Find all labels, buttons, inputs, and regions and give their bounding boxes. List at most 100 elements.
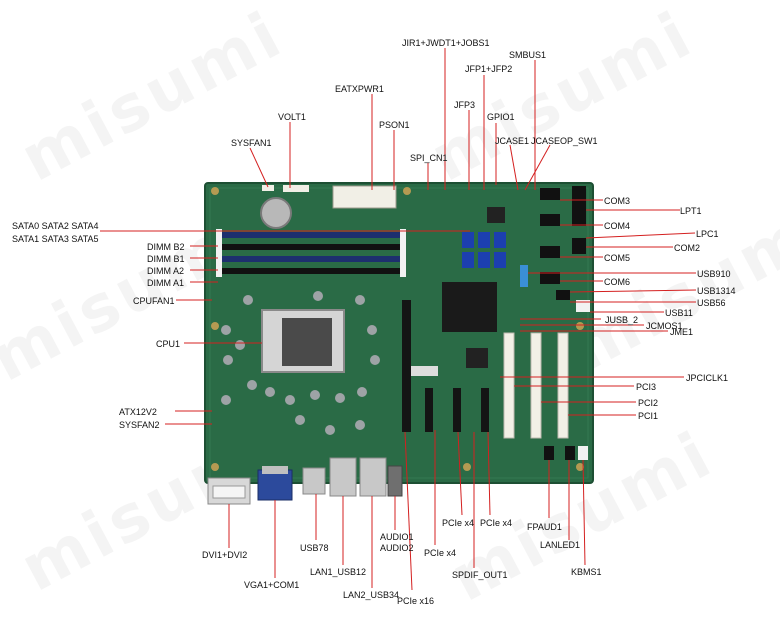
label-pcie-x4-a: PCIe x4 <box>442 518 475 528</box>
label-jfp3: JFP3 <box>454 100 476 110</box>
eatx-power-connector <box>332 185 397 209</box>
label-pci2: PCI2 <box>638 398 659 408</box>
label-com5: COM5 <box>604 253 631 263</box>
label-usb11: USB11 <box>665 308 693 318</box>
cpu-socket <box>282 318 332 366</box>
label-audio2: AUDIO2 <box>380 543 414 553</box>
chipset-heatsink <box>442 282 497 332</box>
label-sata-row2: SATA1 SATA3 SATA5 <box>12 234 99 244</box>
dimm-slot-b2 <box>216 232 406 238</box>
leader-lines <box>100 48 697 591</box>
sata-connector <box>494 252 506 268</box>
sata-connector <box>478 252 490 268</box>
label-fpaud1: FPAUD1 <box>527 522 562 532</box>
label-dimm-a2: DIMM A2 <box>147 266 185 276</box>
bios-chip <box>487 207 505 223</box>
label-usb78: USB78 <box>300 543 329 553</box>
sysfan1-header <box>262 185 274 191</box>
label-usb910: USB910 <box>697 269 731 279</box>
lan2-usb-port <box>359 457 387 497</box>
label-gpio1: GPIO1 <box>487 112 515 122</box>
label-com3: COM3 <box>604 196 631 206</box>
label-com2: COM2 <box>674 243 701 253</box>
label-kbms1: KBMS1 <box>571 567 602 577</box>
sata-connector <box>494 232 506 248</box>
label-pson1: PSON1 <box>379 120 410 130</box>
label-volt1: VOLT1 <box>278 112 306 122</box>
label-dimm-b2: DIMM B2 <box>147 242 185 252</box>
audio-jacks <box>387 465 403 497</box>
label-lanled1: LANLED1 <box>540 540 581 550</box>
pcie-x4-slot <box>481 388 489 432</box>
lpt1-header <box>572 186 586 226</box>
label-usb56: USB56 <box>697 298 726 308</box>
usb910-header <box>520 265 528 287</box>
sata-connector <box>462 232 474 248</box>
volt-header <box>283 185 309 192</box>
kbms-header <box>578 446 588 460</box>
label-sysfan2: SYSFAN2 <box>119 420 160 430</box>
com3-header <box>540 188 560 200</box>
mount-hole <box>211 322 219 330</box>
dimm-latch <box>400 229 406 277</box>
label-spdif: SPDIF_OUT1 <box>452 570 508 580</box>
mount-hole <box>403 187 411 195</box>
label-sysfan1: SYSFAN1 <box>231 138 272 148</box>
label-pci3: PCI3 <box>636 382 657 392</box>
pcie-x4-slot <box>453 388 461 432</box>
label-jpciclk1: JPCICLK1 <box>686 373 729 383</box>
dvi-connector-inner <box>212 485 246 499</box>
label-eatxpwr1: EATXPWR1 <box>335 84 384 94</box>
pci-slot-3 <box>503 332 515 439</box>
label-cpufan1: CPUFAN1 <box>133 296 175 306</box>
label-dimm-b1: DIMM B1 <box>147 254 185 264</box>
sata-connector <box>462 252 474 268</box>
label-cpu1: CPU1 <box>156 339 181 349</box>
label-spi-cn1: SPI_CN1 <box>410 153 448 163</box>
mount-hole <box>211 187 219 195</box>
fpaud-header <box>544 446 554 460</box>
label-jusb2: JUSB_2 <box>605 315 639 325</box>
mount-hole <box>576 322 584 330</box>
capacitors <box>221 291 380 435</box>
vga-com-shield <box>262 466 288 474</box>
label-lpt1: LPT1 <box>680 206 702 216</box>
label-pcie-x16: PCIe x16 <box>397 596 435 606</box>
label-jir1: JIR1+JWDT1+JOBS1 <box>402 38 490 48</box>
super-io-chip <box>466 348 488 368</box>
com6-header <box>540 272 560 284</box>
dimm-slot-b1 <box>216 244 406 250</box>
usb-header <box>556 290 570 300</box>
label-atx12v2: ATX12V2 <box>119 407 157 417</box>
label-pcie-x4-c: PCIe x4 <box>424 548 457 558</box>
dimm-slot-a2 <box>216 256 406 262</box>
label-usb1314: USB1314 <box>697 286 736 296</box>
cmos-battery <box>260 197 292 229</box>
dimm-latch <box>216 229 222 277</box>
label-com4: COM4 <box>604 221 631 231</box>
lanled-header <box>565 446 575 460</box>
pcie-x4-slot <box>425 388 433 432</box>
label-pci1: PCI1 <box>638 411 659 421</box>
lan1-usb-port <box>329 457 357 497</box>
mount-hole <box>463 463 471 471</box>
label-lan2: LAN2_USB34 <box>343 590 400 600</box>
label-dimm-a1: DIMM A1 <box>147 278 185 288</box>
usb11-header <box>576 300 590 312</box>
label-sata-row1: SATA0 SATA2 SATA4 <box>12 221 99 231</box>
label-audio1: AUDIO1 <box>380 532 414 542</box>
usb78-port <box>302 467 326 495</box>
label-pcie-x4-b: PCIe x4 <box>480 518 513 528</box>
label-lan1: LAN1_USB12 <box>310 567 367 577</box>
label-vga: VGA1+COM1 <box>244 580 300 590</box>
label-smbus1: SMBUS1 <box>509 50 547 60</box>
vga-com-connector <box>257 469 293 501</box>
label-jfp1: JFP1+JFP2 <box>465 64 513 74</box>
pcie-x16-slot <box>402 300 411 432</box>
mount-hole <box>211 463 219 471</box>
label-com6: COM6 <box>604 277 631 287</box>
mount-hole <box>576 463 584 471</box>
dimm-slot-a1 <box>216 268 406 274</box>
